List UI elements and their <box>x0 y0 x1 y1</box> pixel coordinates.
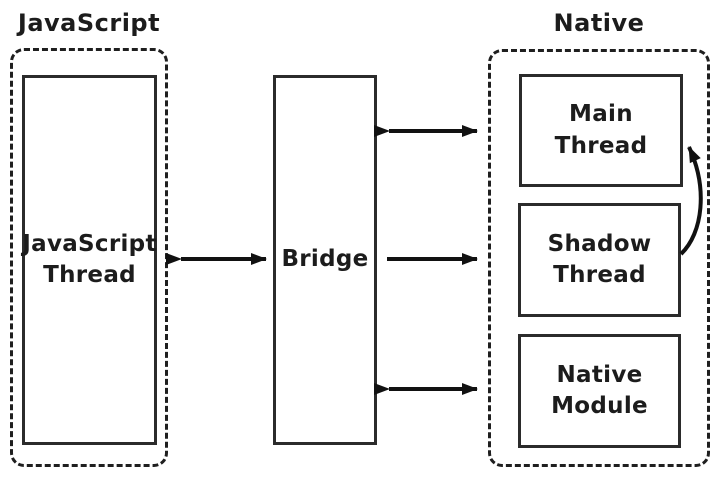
bridge-label: Bridge <box>281 246 369 273</box>
node-native-module: Native Module <box>518 334 681 448</box>
group-label-native: Native <box>553 9 645 37</box>
group-label-javascript: JavaScript <box>17 9 161 37</box>
node-bridge: Bridge <box>273 75 377 445</box>
javascript-thread-label: JavaScript Thread <box>22 230 157 288</box>
native-module-label: Native Module <box>551 361 648 419</box>
main-thread-label: Main Thread <box>554 101 648 159</box>
shadow-thread-label: Shadow Thread <box>547 230 652 288</box>
group-box-native <box>488 49 710 467</box>
node-main-thread: Main Thread <box>519 74 683 187</box>
node-shadow-thread: Shadow Thread <box>518 203 681 317</box>
node-javascript-thread: JavaScript Thread <box>22 75 157 445</box>
